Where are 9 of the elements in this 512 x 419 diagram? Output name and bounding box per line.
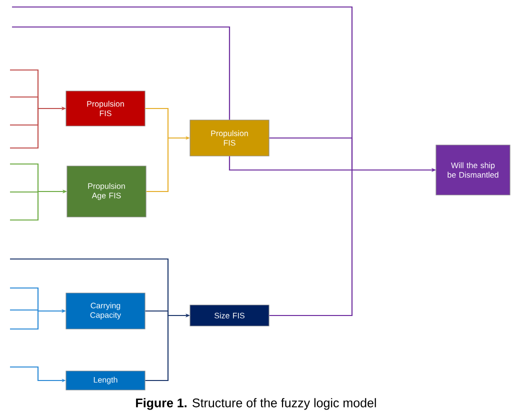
process-box: Length	[66, 370, 146, 390]
process-box: Size FIS	[190, 304, 270, 326]
connector-line	[12, 26, 230, 120]
process-box: Propulsion FIS	[66, 90, 146, 126]
process-box: Will the ship be Dismantled	[436, 144, 510, 196]
process-box: Carrying Capacity	[66, 292, 146, 330]
process-box: Propulsion FIS	[190, 120, 270, 156]
caption: Figure 1. Structure of the fuzzy logic model	[134, 397, 378, 411]
process-box: Propulsion Age FIS	[66, 166, 146, 218]
